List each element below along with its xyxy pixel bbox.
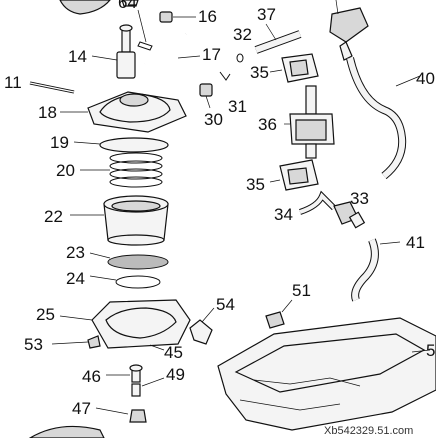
callout-54: 54 [216, 295, 235, 314]
callout-36: 36 [258, 115, 277, 134]
callout-46: 46 [82, 367, 101, 386]
part-30-fitting [199, 83, 213, 109]
callout-22: 22 [44, 207, 63, 226]
callout-5: 5 [426, 341, 435, 360]
part-53-clip [87, 335, 101, 349]
part-49-screw [131, 377, 165, 397]
part-5-base-tray [217, 317, 436, 431]
part-35-upper-bracket [269, 53, 319, 83]
callout-30: 30 [204, 110, 223, 129]
callout-33: 33 [350, 189, 369, 208]
part-14-valve [91, 24, 136, 79]
callout-19: 19 [50, 133, 69, 152]
callout-49: 49 [166, 365, 185, 384]
partial-part-top [59, 0, 111, 15]
part-11-pin [29, 81, 75, 94]
part-46-screw [106, 364, 143, 383]
part-36-solenoid [284, 85, 335, 159]
part-23-mesh [89, 252, 169, 270]
part-18-cover [60, 91, 187, 133]
part-34-tube [299, 190, 337, 215]
callout-20: 20 [56, 161, 75, 180]
callout-35-upper: 35 [250, 63, 269, 82]
callout-53: 53 [24, 335, 43, 354]
callout-25: 25 [36, 305, 55, 324]
part-64-clip [137, 9, 153, 51]
part-47-nut [95, 407, 147, 423]
part-16-nut [159, 11, 196, 23]
part-41-hose [351, 238, 401, 302]
part-54-bracket [189, 307, 215, 345]
callout-41: 41 [406, 233, 425, 252]
part-22-cylinder [70, 195, 169, 246]
callout-11: 11 [4, 73, 22, 92]
partial-part-bottom [28, 425, 105, 438]
callout-18: 18 [38, 103, 57, 122]
part-37-hose [254, 23, 302, 54]
callout-34: 34 [274, 205, 293, 224]
part-51-clip [265, 299, 293, 329]
callout-24: 24 [66, 269, 85, 288]
callout-23: 23 [66, 243, 85, 262]
part-pump-top [329, 0, 369, 61]
callout-40: 40 [416, 69, 435, 88]
part-32-ring [236, 53, 244, 63]
callout-51: 51 [292, 281, 311, 300]
callout-37: 37 [257, 5, 276, 24]
callout-47: 47 [72, 399, 91, 418]
part-20-spring [80, 152, 163, 188]
callout-31: 31 [228, 97, 247, 116]
part-17-tube [144, 33, 201, 66]
callout-14: 14 [68, 47, 87, 66]
callout-35-lower: 35 [246, 175, 265, 194]
part-35-lower-bracket [269, 159, 319, 191]
part-31-clip [219, 71, 231, 81]
part-19-gasket [99, 137, 169, 153]
watermark-text: Xb542329.51.com [324, 425, 413, 437]
part-25-base [59, 299, 191, 349]
callout-17: 17 [202, 45, 221, 64]
callout-45: 45 [164, 343, 183, 362]
part-33-connector [333, 201, 366, 229]
part-24-oring [89, 275, 161, 289]
callout-32: 32 [233, 25, 252, 44]
callout-64: 64 [118, 0, 137, 12]
partial-part-top2 [121, 0, 139, 7]
part-40-hose [346, 57, 421, 180]
callout-16: 16 [198, 7, 217, 26]
